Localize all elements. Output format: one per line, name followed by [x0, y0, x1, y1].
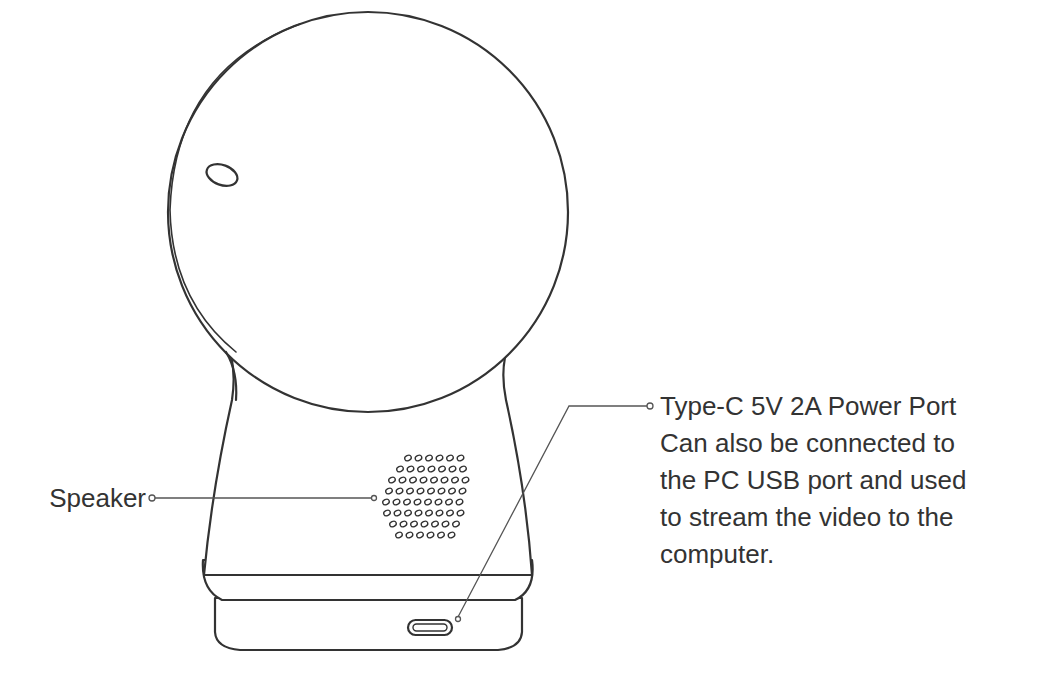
camera-base [215, 598, 522, 650]
speaker-hole [413, 498, 421, 506]
speaker-hole [383, 509, 391, 517]
speaker-hole [451, 476, 459, 484]
speaker-hole [456, 509, 464, 517]
speaker-hole [417, 465, 425, 473]
speaker-hole [446, 454, 454, 462]
speaker-hole [458, 487, 466, 495]
speaker-hole [405, 531, 413, 539]
speaker-hole [393, 509, 401, 517]
speaker-hole [447, 531, 455, 539]
speaker-hole [395, 531, 403, 539]
speaker-hole [403, 498, 411, 506]
speaker-hole [409, 476, 417, 484]
speaker-hole [426, 531, 434, 539]
speaker-hole [427, 465, 435, 473]
speaker-hole [406, 487, 414, 495]
leader-line [458, 406, 647, 617]
leader-dot [149, 495, 155, 501]
speaker-hole [416, 531, 424, 539]
speaker-hole [416, 487, 424, 495]
speaker-hole [399, 520, 407, 528]
speaker-hole [424, 498, 432, 506]
speaker-hole [427, 487, 435, 495]
speaker-hole [414, 454, 422, 462]
speaker-hole [382, 498, 390, 506]
speaker-hole [448, 487, 456, 495]
speaker-hole [395, 487, 403, 495]
speaker-grille [382, 454, 470, 539]
speaker-hole [396, 465, 404, 473]
speaker-hole [425, 454, 433, 462]
speaker-hole [389, 520, 397, 528]
camera-head [168, 12, 568, 412]
speaker-hole [410, 520, 418, 528]
speaker-hole [459, 465, 467, 473]
head-rim [170, 24, 300, 352]
speaker-hole [431, 520, 439, 528]
speaker-hole [398, 476, 406, 484]
speaker-hole [388, 476, 396, 484]
leader-dot [372, 496, 377, 501]
leader-dot [456, 617, 461, 622]
speaker-hole [438, 465, 446, 473]
speaker-hole [446, 509, 454, 517]
sensor-hole [204, 160, 241, 190]
neck-line [226, 352, 236, 400]
speaker-hole [414, 509, 422, 517]
leader-dot [647, 403, 653, 409]
description-note: Can also be connected to the PC USB port… [660, 425, 990, 573]
speaker-hole [385, 487, 393, 495]
speaker-hole [434, 498, 442, 506]
speaker-hole [419, 476, 427, 484]
speaker-hole [420, 520, 428, 528]
speaker-hole [406, 465, 414, 473]
speaker-hole [461, 476, 469, 484]
leader-line [155, 497, 371, 498]
usb-c-port-inner [413, 624, 447, 631]
speaker-hole [445, 498, 453, 506]
speaker-hole [456, 454, 464, 462]
speaker-hole [404, 509, 412, 517]
speaker-hole [437, 487, 445, 495]
part-label: Speaker [0, 480, 146, 517]
speaker-hole [392, 498, 400, 506]
speaker-hole [435, 454, 443, 462]
speaker-hole [448, 465, 456, 473]
speaker-hole [430, 476, 438, 484]
speaker-hole [441, 520, 449, 528]
speaker-hole [425, 509, 433, 517]
speaker-hole [435, 509, 443, 517]
speaker-hole [452, 520, 460, 528]
speaker-hole [440, 476, 448, 484]
speaker-hole [437, 531, 445, 539]
usb-c-port [408, 620, 452, 635]
speaker-hole [455, 498, 463, 506]
speaker-hole [404, 454, 412, 462]
part-label: Type-C 5V 2A Power Port [660, 388, 1040, 425]
